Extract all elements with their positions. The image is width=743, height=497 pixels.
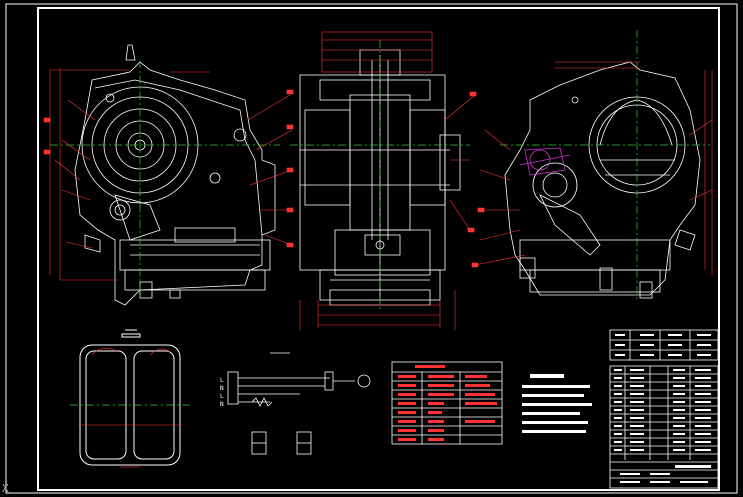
left-view-centerlines (50, 60, 280, 300)
title-block (609, 365, 719, 489)
grille-dimensions (78, 348, 182, 468)
right-view-section-detail (519, 147, 571, 176)
left-view-dimensions (43, 68, 294, 281)
right-side-view (504, 61, 701, 299)
revision-table-fills (615, 334, 711, 356)
wire-label-n1: N (220, 385, 224, 392)
technical-notes (522, 374, 592, 433)
inner-frame (37, 7, 720, 491)
wiring-labels: L N L N (220, 377, 224, 408)
right-view-centerlines (500, 30, 710, 300)
center-view-centerlines (290, 40, 470, 310)
left-side-view (74, 44, 276, 306)
center-front-view (299, 49, 461, 306)
parameter-table (391, 361, 503, 445)
parameter-table-fills (398, 365, 497, 441)
outer-frame (5, 3, 738, 494)
wiring-diagram (227, 352, 371, 455)
wire-label-l1: L (220, 377, 224, 384)
right-view-dimensions (471, 61, 713, 275)
corner-mark: X (2, 482, 9, 495)
center-view-dimensions (299, 31, 477, 330)
wire-label-n2: N (220, 401, 224, 408)
wire-label-l2: L (220, 393, 224, 400)
grille-top-view (79, 329, 181, 466)
revision-table (609, 329, 719, 361)
title-block-fills (614, 369, 711, 483)
